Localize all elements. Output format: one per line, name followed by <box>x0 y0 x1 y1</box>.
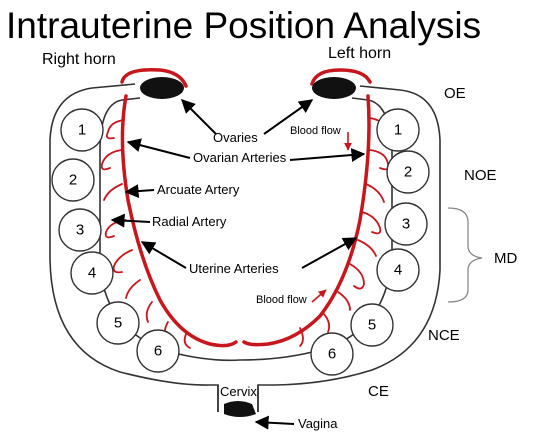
sac-right-2-number: 2 <box>69 172 77 189</box>
sac-left-1 <box>376 108 420 152</box>
radial-artery-label: Radial Artery <box>152 214 227 229</box>
sac-left-6-number: 6 <box>328 346 336 363</box>
sac-left-4 <box>376 248 420 292</box>
blood-flow-top-label: Blood flow <box>290 125 341 137</box>
left-horn-label: Left horn <box>328 45 391 62</box>
sac-right-4 <box>70 251 114 295</box>
sac-right-6-number: 6 <box>154 343 162 360</box>
sac-left-5 <box>350 303 394 347</box>
sac-right-3-number: 3 <box>76 222 84 239</box>
sac-right-5-number: 5 <box>114 315 122 332</box>
vagina-label: Vagina <box>298 416 338 431</box>
sac-left-6 <box>310 332 354 376</box>
cervix-plug <box>224 401 256 417</box>
uterine-arteries-label: Uterine Arteries <box>189 261 279 276</box>
ovaries-label: Ovaries <box>213 130 258 145</box>
right-ovary <box>140 77 184 99</box>
cervix-outline <box>217 385 259 412</box>
right-horn-sacs <box>51 108 180 373</box>
left-ovary <box>312 77 356 99</box>
right-horn-label: Right horn <box>42 51 116 68</box>
sac-right-2 <box>51 158 95 202</box>
sac-left-2-number: 2 <box>404 164 412 181</box>
nce-label: NCE <box>428 327 460 344</box>
blood-flow-bottom-label: Blood flow <box>256 294 307 306</box>
arcuate-artery-label: Arcuate Artery <box>157 182 240 197</box>
left-horn-sacs <box>310 108 430 376</box>
sac-left-5-number: 5 <box>368 317 376 334</box>
oe-label: OE <box>444 85 466 102</box>
noe-label: NOE <box>464 167 497 184</box>
sac-right-6 <box>136 329 180 373</box>
right-ovarian-tube <box>120 68 188 88</box>
right-uterine-artery <box>120 94 238 348</box>
label-arrows <box>110 99 366 430</box>
sac-right-4-number: 4 <box>88 265 96 282</box>
left-uterine-artery <box>242 94 371 347</box>
sac-right-1 <box>60 108 104 152</box>
ce-label: CE <box>368 383 389 400</box>
blood-flow-up-arrow <box>311 289 327 303</box>
sac-left-3 <box>384 202 428 246</box>
sac-left-2 <box>386 150 430 194</box>
uterus-outer-outline <box>49 83 441 412</box>
md-label: MD <box>494 250 517 267</box>
ovarian-arteries-label: Ovarian Arteries <box>193 150 287 165</box>
sac-right-5 <box>96 301 140 345</box>
cervix-label: Cervix <box>220 384 257 399</box>
left-branch-arteries <box>299 117 390 347</box>
sac-right-1-number: 1 <box>78 122 86 139</box>
sac-left-4-number: 4 <box>394 262 402 279</box>
sac-left-3-number: 3 <box>402 216 410 233</box>
sac-right-3 <box>58 208 102 252</box>
sac-left-1-number: 1 <box>394 122 402 139</box>
md-bracket <box>447 207 483 303</box>
page-title: Intrauterine Position Analysis <box>6 5 481 46</box>
left-ovarian-tube <box>310 68 372 86</box>
